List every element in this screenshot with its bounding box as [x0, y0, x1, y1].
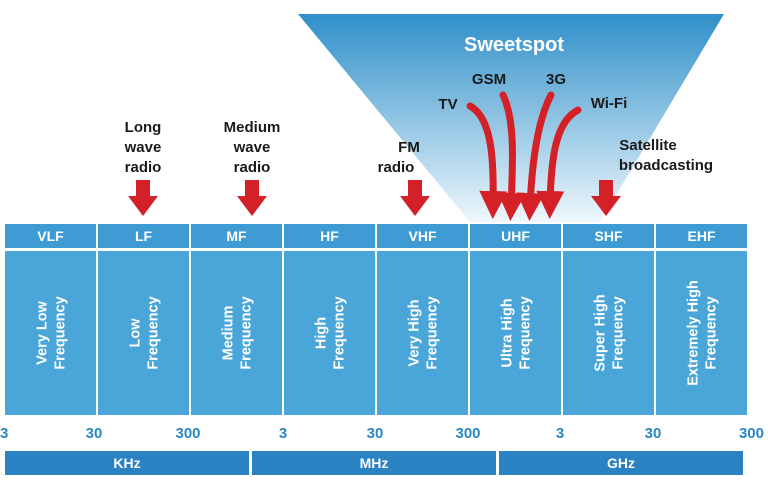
band-body [563, 251, 654, 415]
tick-label: 3 [556, 425, 564, 442]
band-header [656, 224, 747, 248]
long-wave-arrow [128, 180, 158, 216]
band-name-line-1: High [314, 317, 330, 349]
band-header [5, 224, 96, 248]
unit-bar-khz [5, 451, 249, 475]
band-body [470, 251, 561, 415]
sweetspot-label: Sweetspot [464, 34, 564, 56]
band-name-line-1: Super High [593, 294, 609, 371]
band-header [377, 224, 468, 248]
band-body [98, 251, 189, 415]
frequency-ticks: 3 30 300 3 30 300 3 30 300 [0, 425, 764, 442]
unit-label: MHz [360, 455, 389, 471]
unit-label: KHz [113, 455, 140, 471]
tick-label: 30 [86, 425, 103, 442]
gsm-arrow [497, 91, 526, 221]
long-wave-line-2: wave [124, 139, 162, 156]
band-body [5, 251, 96, 415]
band-name-line-1: Low [128, 318, 144, 348]
band-name-line-1: Ultra High [500, 298, 516, 367]
fm-radio-line-2: radio [378, 159, 415, 176]
satellite-line-2: broadcasting [619, 157, 713, 174]
sweetspot-arrows [466, 91, 582, 221]
band-header [563, 224, 654, 248]
band-name-line-1: Very Low [35, 300, 51, 364]
band-header [470, 224, 561, 248]
long-wave-line-1: Long [125, 119, 162, 136]
satellite-line-1: Satellite [619, 137, 677, 154]
wifi-arrow [536, 106, 582, 219]
band-name-line-2: Frequency [332, 296, 348, 369]
band-body [191, 251, 282, 415]
tick-label: 3 [279, 425, 287, 442]
unit-bar-mhz [252, 451, 496, 475]
band-abbr: EHF [688, 228, 716, 244]
app-label-wifi: Wi-Fi [591, 95, 628, 112]
band-abbr: SHF [595, 228, 623, 244]
medium-wave-line-3: radio [234, 159, 271, 176]
band-abbr: HF [320, 228, 339, 244]
band-header [191, 224, 282, 248]
application-long-wave: Long wave radio [124, 119, 162, 216]
band-abbr: VHF [409, 228, 437, 244]
app-label-gsm: GSM [472, 71, 506, 88]
application-fm-radio: FM radio [378, 139, 430, 216]
band-name-line-1: Extremely High [686, 280, 702, 386]
band-header [98, 224, 189, 248]
band-abbr: LF [135, 228, 153, 244]
tv-arrow [466, 102, 508, 219]
band-abbr: MF [226, 228, 247, 244]
tick-label: 30 [645, 425, 662, 442]
satellite-arrow [591, 180, 621, 216]
band-body [656, 251, 747, 415]
unit-label: GHz [607, 455, 635, 471]
fm-radio-line-1: FM [398, 139, 420, 156]
medium-wave-line-2: wave [233, 139, 271, 156]
tick-label: 300 [739, 425, 764, 442]
band-name-line-2: Frequency [239, 296, 255, 369]
tick-label: 30 [367, 425, 384, 442]
band-name-line-2: Frequency [704, 296, 720, 369]
band-name-line-2: Frequency [425, 296, 441, 369]
tick-label: 3 [0, 425, 8, 442]
band-abbr: UHF [501, 228, 530, 244]
tick-label: 300 [175, 425, 200, 442]
unit-bars: KHz MHz GHz [5, 451, 743, 475]
unit-bar-ghz [499, 451, 743, 475]
band-name-line-2: Frequency [53, 296, 69, 369]
band-name-line-2: Frequency [146, 296, 162, 369]
band-name-line-2: Frequency [518, 296, 534, 369]
band-header [284, 224, 375, 248]
band-name-line-1: Medium [221, 306, 237, 361]
app-label-tv: TV [438, 96, 457, 113]
long-wave-line-3: radio [125, 159, 162, 176]
3g-arrow [516, 91, 555, 221]
medium-wave-line-1: Medium [224, 119, 281, 136]
app-label-3g: 3G [546, 71, 566, 88]
tick-label: 300 [455, 425, 480, 442]
application-medium-wave: Medium wave radio [224, 119, 281, 216]
band-body [284, 251, 375, 415]
band-abbr: VLF [37, 228, 64, 244]
medium-wave-arrow [237, 180, 267, 216]
fm-radio-arrow [400, 180, 430, 216]
band-body [377, 251, 468, 415]
band-name-line-1: Very High [407, 300, 423, 367]
band-name-line-2: Frequency [611, 296, 627, 369]
application-satellite: Satellite broadcasting [591, 137, 713, 216]
